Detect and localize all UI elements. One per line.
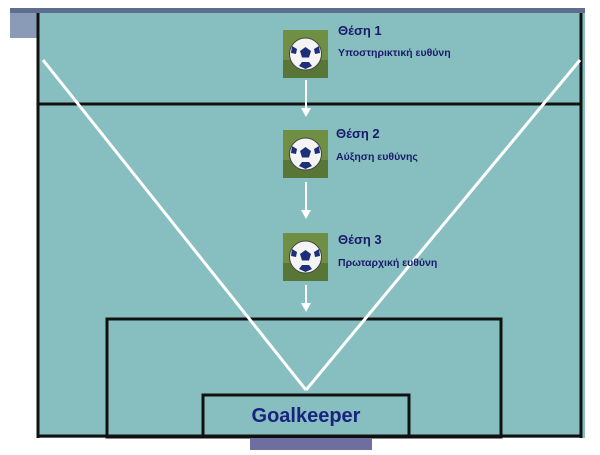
position-1-description: Υποστηρικτική ευθύνη [338,47,451,59]
goal-bar [250,438,372,450]
position-3-ball-image [283,233,328,281]
field-background [38,13,585,438]
funnel-left-line [41,59,308,391]
goalkeeper-label: Goalkeeper [251,404,361,427]
funnel-right-line [304,59,582,391]
arrow-1-to-2 [301,80,311,117]
arrow-3-to-box [301,285,311,312]
header-top-strip [10,8,585,13]
arrow-2-to-3 [301,182,311,219]
soccer-ball-icon [283,130,328,178]
goal-area [201,393,411,439]
position-3-description: Πρωταρχική ευθύνη [338,257,438,269]
soccer-ball-icon [283,233,328,281]
soccer-ball-icon [283,30,328,78]
position-2-ball-image [283,130,328,178]
position-2-description: Αύξηση ευθύνης [336,151,418,163]
position-2-title: Θέση 2 [336,126,380,141]
position-1-title: Θέση 1 [338,23,382,38]
position-3-title: Θέση 3 [338,232,382,247]
position-1-ball-image [283,30,328,78]
